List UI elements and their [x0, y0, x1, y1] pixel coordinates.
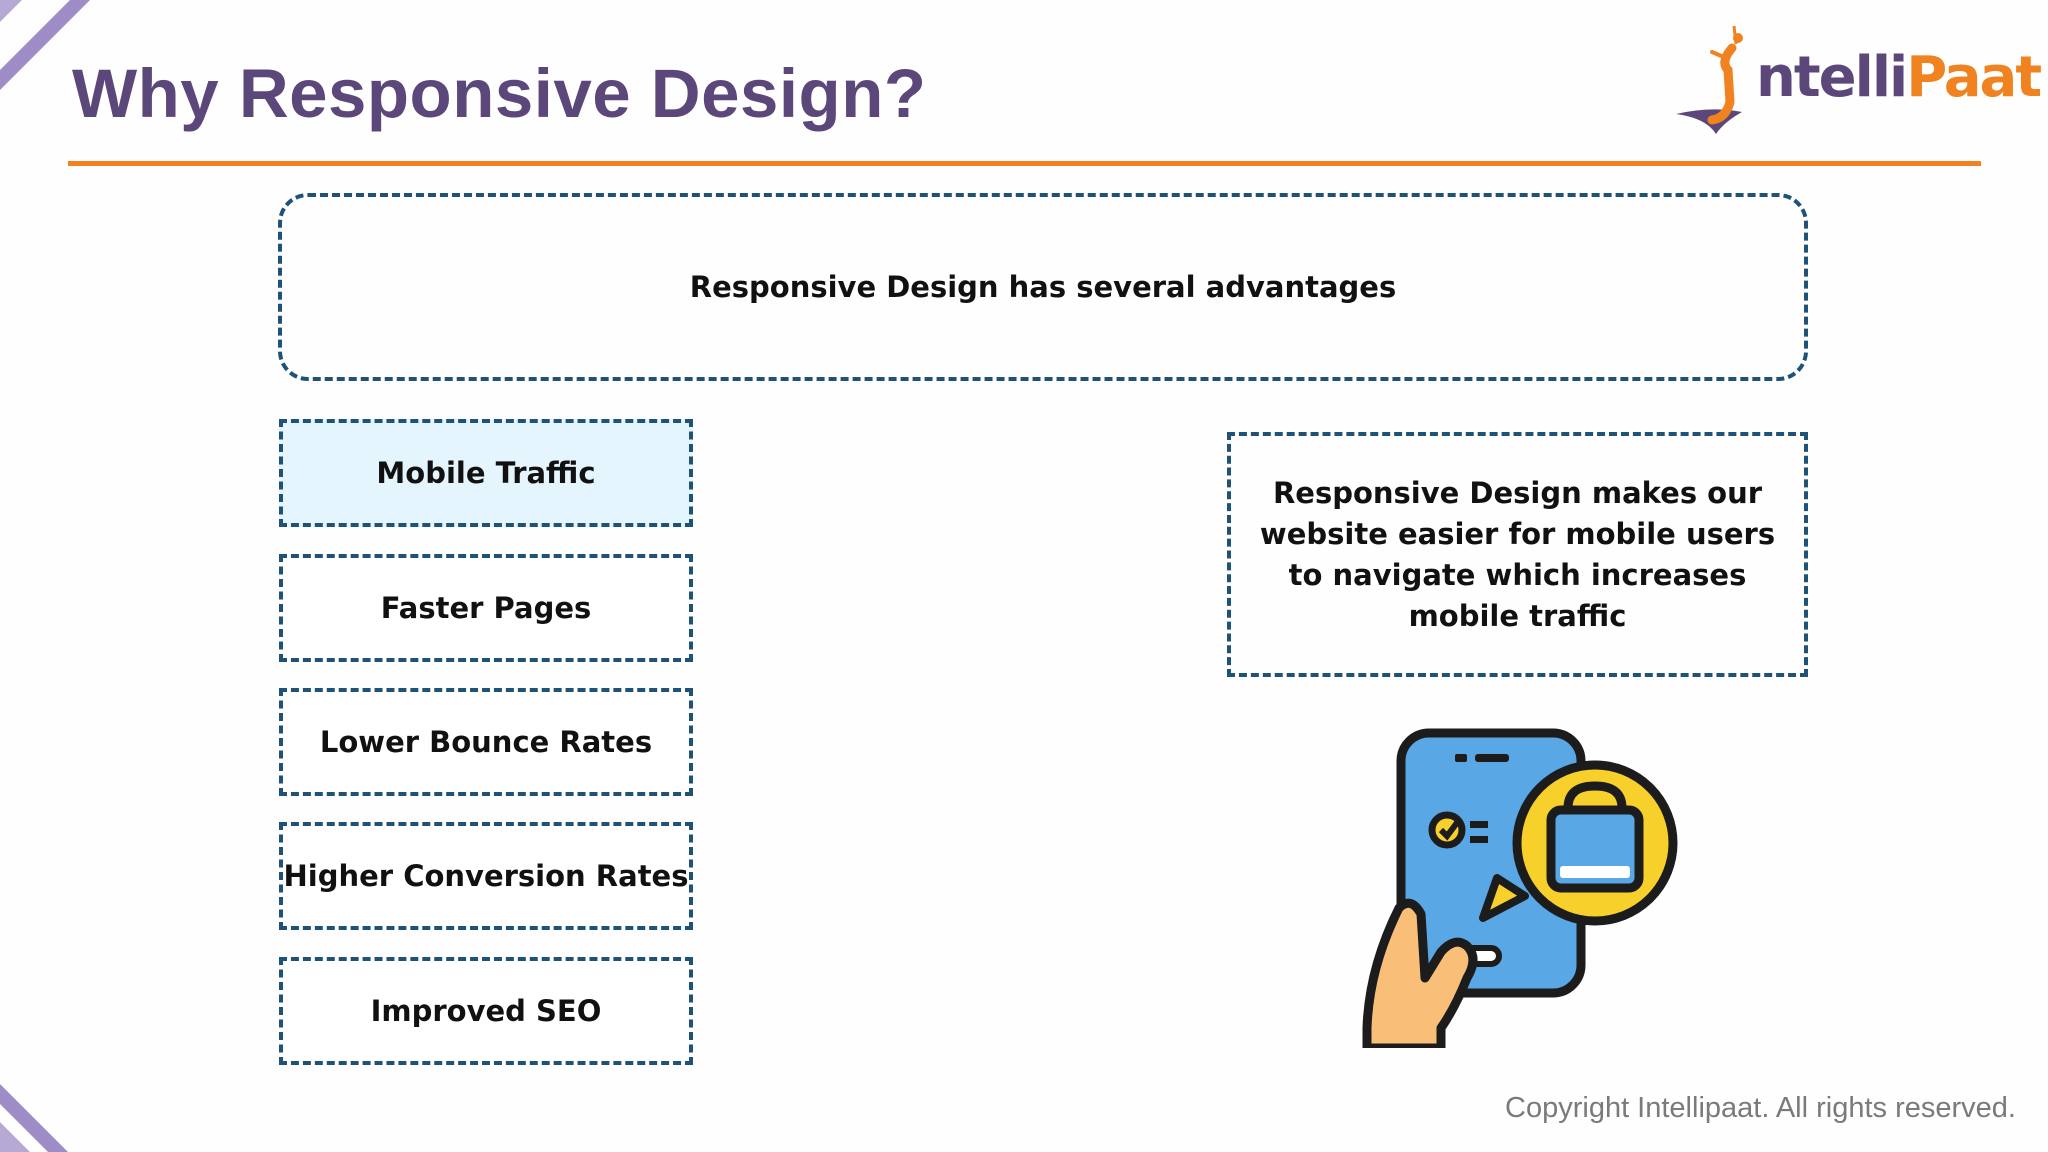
intro-text: Responsive Design has several advantages: [689, 270, 1397, 304]
title-divider: [68, 161, 1981, 166]
logo-figure-icon: [1676, 25, 1743, 134]
copyright-text: Copyright Intellipaat. All rights reserv…: [1505, 1092, 2016, 1124]
detail-text: Responsive Design makes our website easi…: [1259, 475, 1776, 633]
detail-box: Responsive Design makes our website easi…: [1227, 432, 1808, 677]
corner-stripe-decoration: [0, 0, 90, 90]
intellipaat-logo: ntelliPaat: [1672, 22, 2042, 140]
advantage-label: Lower Bounce Rates: [319, 725, 653, 759]
logo-wordmark: ntelliPaat: [1756, 50, 2042, 106]
advantage-item-lower-bounce-rates[interactable]: Lower Bounce Rates: [279, 688, 693, 796]
advantage-label: Mobile Traffic: [376, 456, 596, 490]
advantage-label: Faster Pages: [380, 591, 592, 625]
advantage-label: Higher Conversion Rates: [283, 859, 689, 893]
advantage-item-mobile-traffic[interactable]: Mobile Traffic: [279, 419, 693, 527]
advantage-item-faster-pages[interactable]: Faster Pages: [279, 554, 693, 662]
advantage-label: Improved SEO: [370, 994, 602, 1028]
corner-stripe-decoration: [0, 1084, 68, 1152]
page-title: Why Responsive Design?: [72, 55, 927, 132]
logo-wordmark-paat: Paat: [1906, 45, 2042, 110]
mobile-shopping-icon: [1362, 728, 1678, 1048]
advantage-item-improved-seo[interactable]: Improved SEO: [279, 957, 693, 1065]
advantage-item-higher-conversion-rates[interactable]: Higher Conversion Rates: [279, 822, 693, 930]
intro-box: Responsive Design has several advantages: [278, 193, 1808, 381]
logo-wordmark-intelli: ntelli: [1756, 45, 1908, 110]
